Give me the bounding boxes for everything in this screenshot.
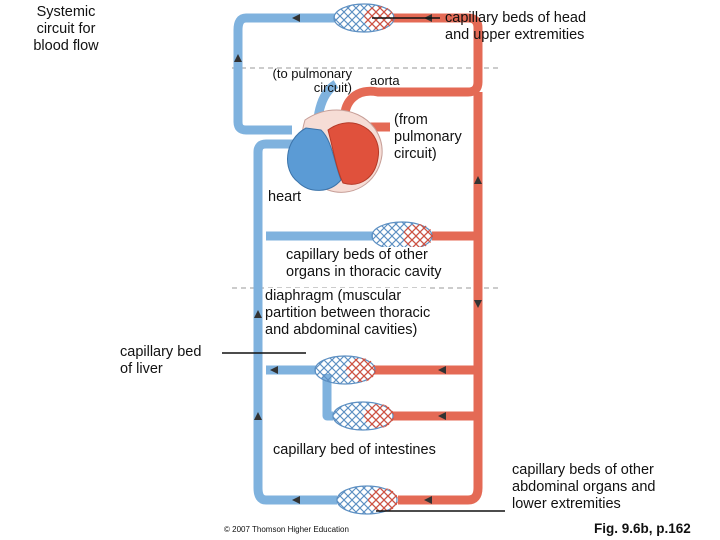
heart-icon xyxy=(287,109,383,193)
intestine-venous-return xyxy=(322,374,333,421)
arrow-up-icon xyxy=(474,176,482,184)
arrow-up-icon xyxy=(254,310,262,318)
arrow-left-icon xyxy=(270,366,278,374)
oxygen-rich-vessels xyxy=(340,13,483,505)
oxygen-poor-vessels xyxy=(233,13,373,505)
label-intestine-bed: capillary bed of intestines xyxy=(273,442,436,459)
label-liver-bed: capillary bed of liver xyxy=(120,344,202,377)
label-lower-beds: capillary beds of other abdominal organs… xyxy=(512,462,656,512)
lower-vena-cava xyxy=(253,139,337,505)
leader-lines xyxy=(222,17,505,512)
capillary-bed-thoracic xyxy=(371,221,433,251)
label-aorta: aorta xyxy=(370,73,400,88)
label-to-pulmonary: (to pulmonary circuit) xyxy=(272,66,352,95)
arrow-left-icon xyxy=(292,496,300,504)
arrow-left-icon xyxy=(438,366,446,374)
arrow-down-icon xyxy=(474,300,482,308)
arrow-up-icon xyxy=(234,54,242,62)
arrow-left-icon xyxy=(438,412,446,420)
arrow-left-icon xyxy=(292,14,300,22)
label-heart: heart xyxy=(268,189,302,205)
copyright-notice: © 2007 Thomson Higher Education xyxy=(224,525,349,534)
label-head-beds: capillary beds of head and upper extremi… xyxy=(445,10,587,43)
descending-aorta xyxy=(398,92,483,505)
upper-vena-cava xyxy=(233,13,335,135)
capillary-bed-lower xyxy=(336,485,398,515)
aorta-to-head xyxy=(340,13,483,125)
label-from-pulmonary: (from pulmonary circuit) xyxy=(394,112,462,162)
label-thoracic-beds: capillary beds of other organs in thorac… xyxy=(286,247,442,281)
label-diaphragm: diaphragm (muscular partition between th… xyxy=(265,288,431,339)
capillary-bed-intestines xyxy=(332,401,394,431)
arrow-up-icon xyxy=(254,412,262,420)
flow-arrows xyxy=(234,14,482,504)
diagram-title: Systemic circuit for blood flow xyxy=(33,4,99,54)
capillary-bed-liver xyxy=(314,355,376,385)
figure-reference: Fig. 9.6b, p.162 xyxy=(594,521,691,536)
arrow-left-icon xyxy=(424,496,432,504)
